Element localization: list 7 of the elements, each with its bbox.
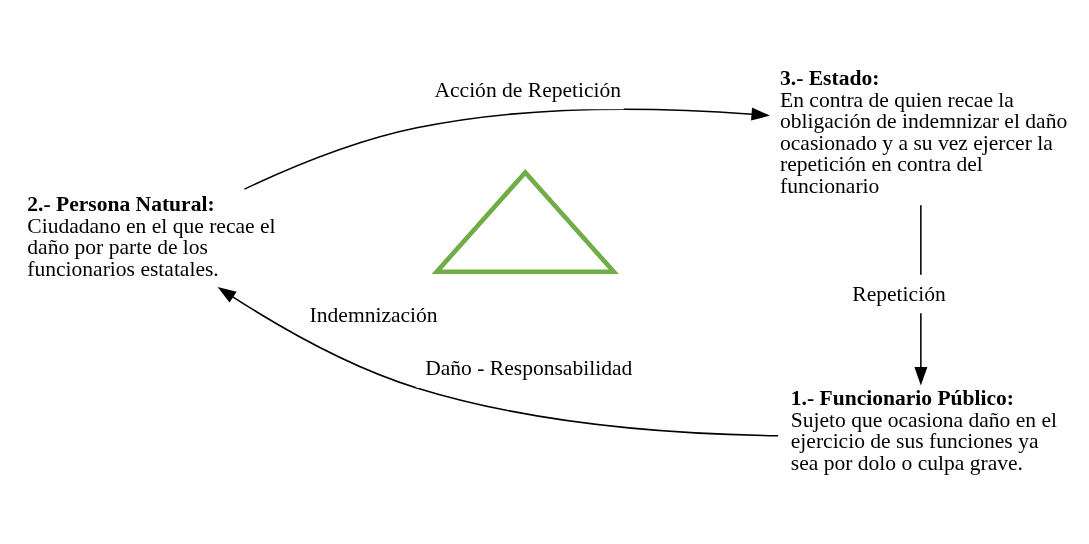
edge-label: Daño - Responsabilidad	[425, 355, 633, 380]
node-text: 3.- Estado: En contra de quien recae la obligación de indemnizar el daño ocasionado y a su vez ejercer la repetición en contra del funcionario	[780, 65, 1068, 198]
node-label: Indemnización	[309, 302, 438, 327]
node-text: 2.- Persona Natural: Ciudadano en el que recae el daño por parte de los funcionarios estatales.	[27, 191, 276, 281]
edge-label: Repetición	[852, 281, 946, 306]
node-text: 1.- Funcionario Público: Sujeto que ocasiona daño en el ejercicio de sus funciones ya sea por dolo o culpa grave.	[790, 385, 1058, 475]
edge-label: Acción de Repetición	[434, 77, 622, 102]
